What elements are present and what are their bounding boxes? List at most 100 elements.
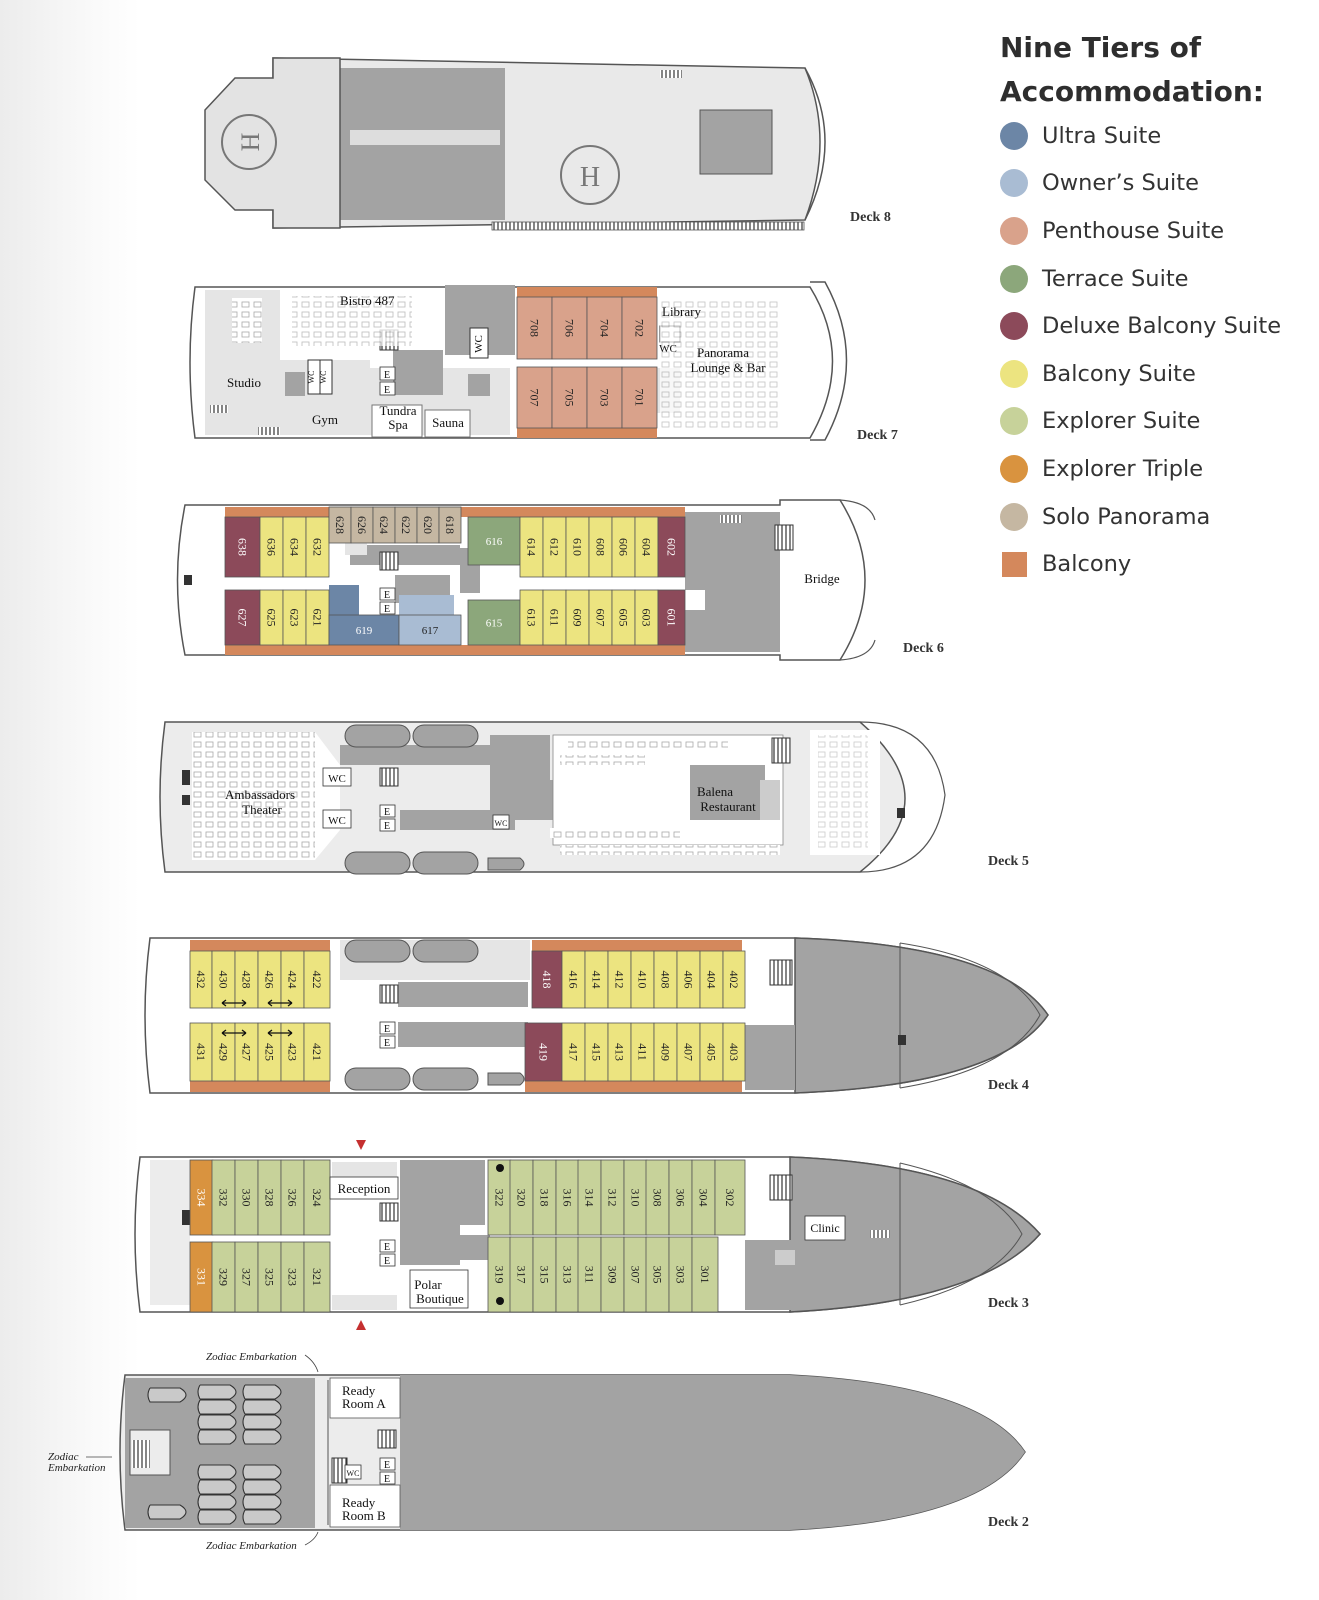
cabin-number: 415 — [590, 1043, 604, 1061]
elevator-label: E — [384, 1038, 390, 1049]
venue-label: WC — [307, 371, 316, 384]
venue-label: Panorama — [697, 345, 749, 360]
deck-8-label: Deck 8 — [850, 210, 891, 225]
cabin-number: 627 — [236, 609, 250, 627]
deck-5: WC WC WC E E Ambassadors Theater Balena … — [159, 721, 1029, 875]
cabin: 307 — [623, 1236, 648, 1313]
cabin-number: 312 — [606, 1189, 620, 1207]
cabin-number: 608 — [594, 538, 608, 556]
balcony-strip — [517, 428, 657, 438]
cabin: 416 — [561, 950, 586, 1009]
cabin-number: 331 — [195, 1268, 209, 1286]
cabin: 413 — [607, 1022, 632, 1082]
legend-item: Explorer Suite — [1000, 398, 1281, 446]
cabin-number: 616 — [486, 536, 503, 548]
cabin: 431 — [189, 1022, 213, 1082]
cabin-number: 702 — [633, 319, 647, 337]
cabin-number: 318 — [538, 1189, 552, 1207]
zodiac-boat-icon — [242, 1384, 282, 1400]
cabin-number: 402 — [727, 971, 741, 989]
cabin-number: 320 — [515, 1189, 529, 1207]
elevator-label: E — [384, 821, 390, 832]
cabin-number: 703 — [598, 389, 612, 407]
zodiac-boat-icon — [242, 1429, 282, 1445]
balcony-strip — [225, 507, 329, 517]
cabin-number: 426 — [263, 971, 277, 989]
cabin-block — [551, 296, 588, 360]
cabin-number: 618 — [443, 516, 457, 534]
cabin-number: 428 — [240, 971, 254, 989]
cabin-number: 404 — [705, 971, 719, 989]
cabin-number: 606 — [617, 538, 631, 556]
cabin-number: 410 — [636, 971, 650, 989]
legend-item: Solo Panorama — [1000, 493, 1281, 541]
cabin-number: 408 — [659, 971, 673, 989]
cabin: 328 — [257, 1159, 282, 1236]
cabin-number: 604 — [640, 538, 654, 556]
cabin: 414 — [584, 950, 609, 1009]
cabin-number: 413 — [613, 1043, 627, 1061]
cabin-block — [438, 506, 462, 544]
elevator-label: E — [384, 807, 390, 818]
cabin: 701 — [621, 366, 658, 429]
cabin-number: 419 — [537, 1043, 551, 1061]
cabin-block — [621, 366, 658, 429]
swatch-icon — [1000, 407, 1028, 436]
cabin-number: 612 — [548, 538, 562, 556]
cabin: 426 — [257, 950, 282, 1009]
cabin: 634 — [282, 516, 307, 578]
venue-label: Gym — [312, 412, 338, 427]
legend-item: Ultra Suite — [1000, 112, 1281, 160]
legend-label: Terrace Suite — [1042, 265, 1189, 292]
cabin: 309 — [600, 1236, 625, 1313]
cabin-number: 406 — [682, 971, 696, 989]
cabin: 627 — [224, 589, 261, 646]
balcony-strip — [225, 645, 685, 655]
cabin-number: 315 — [538, 1266, 552, 1284]
cabin: 329 — [211, 1241, 236, 1313]
legend-label: Balcony — [1042, 551, 1132, 578]
cabin-number: 323 — [286, 1268, 300, 1286]
legend-label: Ultra Suite — [1042, 122, 1162, 149]
legend-label: Explorer Triple — [1042, 455, 1204, 482]
cabin-number: 329 — [217, 1268, 231, 1286]
cabin: 702 — [621, 296, 658, 360]
cabin: 304 — [691, 1159, 716, 1236]
swatch-icon — [1000, 454, 1028, 483]
cabin: 605 — [611, 589, 636, 646]
embarkation-label: Zodiac Embarkation — [206, 1351, 297, 1363]
swatch-icon — [1000, 216, 1028, 245]
venue-label: Tundra — [379, 403, 416, 418]
cabin: 612 — [542, 516, 567, 578]
cabin-number: 425 — [263, 1043, 277, 1061]
cabin: 708 — [516, 296, 553, 360]
venue-label: WC — [473, 335, 485, 353]
cabin-block — [722, 1022, 746, 1082]
cabin: 617 — [398, 614, 462, 646]
suite-extension — [329, 585, 359, 615]
cabin: 428 — [234, 950, 259, 1009]
cabin-number: 603 — [640, 609, 654, 627]
cabin-number: 607 — [594, 609, 608, 627]
embarkation-label: Embarkation — [47, 1462, 106, 1474]
cabin: 407 — [676, 1022, 701, 1082]
cabin-number: 330 — [240, 1189, 254, 1207]
venue-label: Restaurant — [700, 799, 756, 814]
cabin-block — [303, 1022, 331, 1082]
cabin-block — [657, 589, 686, 646]
venue-label: Library — [662, 304, 701, 319]
cabin: 616 — [467, 516, 521, 566]
legend-title-line: Accommodation: — [1000, 75, 1264, 108]
cabin: 421 — [303, 1022, 331, 1082]
venue-label: Ready — [342, 1495, 376, 1510]
zodiac-boat-icon — [197, 1399, 237, 1415]
cabin: 316 — [555, 1159, 580, 1236]
cabin: 322 — [487, 1159, 512, 1236]
cabin-number: 624 — [377, 516, 391, 534]
cabin: 601 — [657, 589, 686, 646]
venue-label: Spa — [388, 417, 408, 432]
cabin: 332 — [211, 1159, 236, 1236]
cabin-number: 326 — [286, 1189, 300, 1207]
